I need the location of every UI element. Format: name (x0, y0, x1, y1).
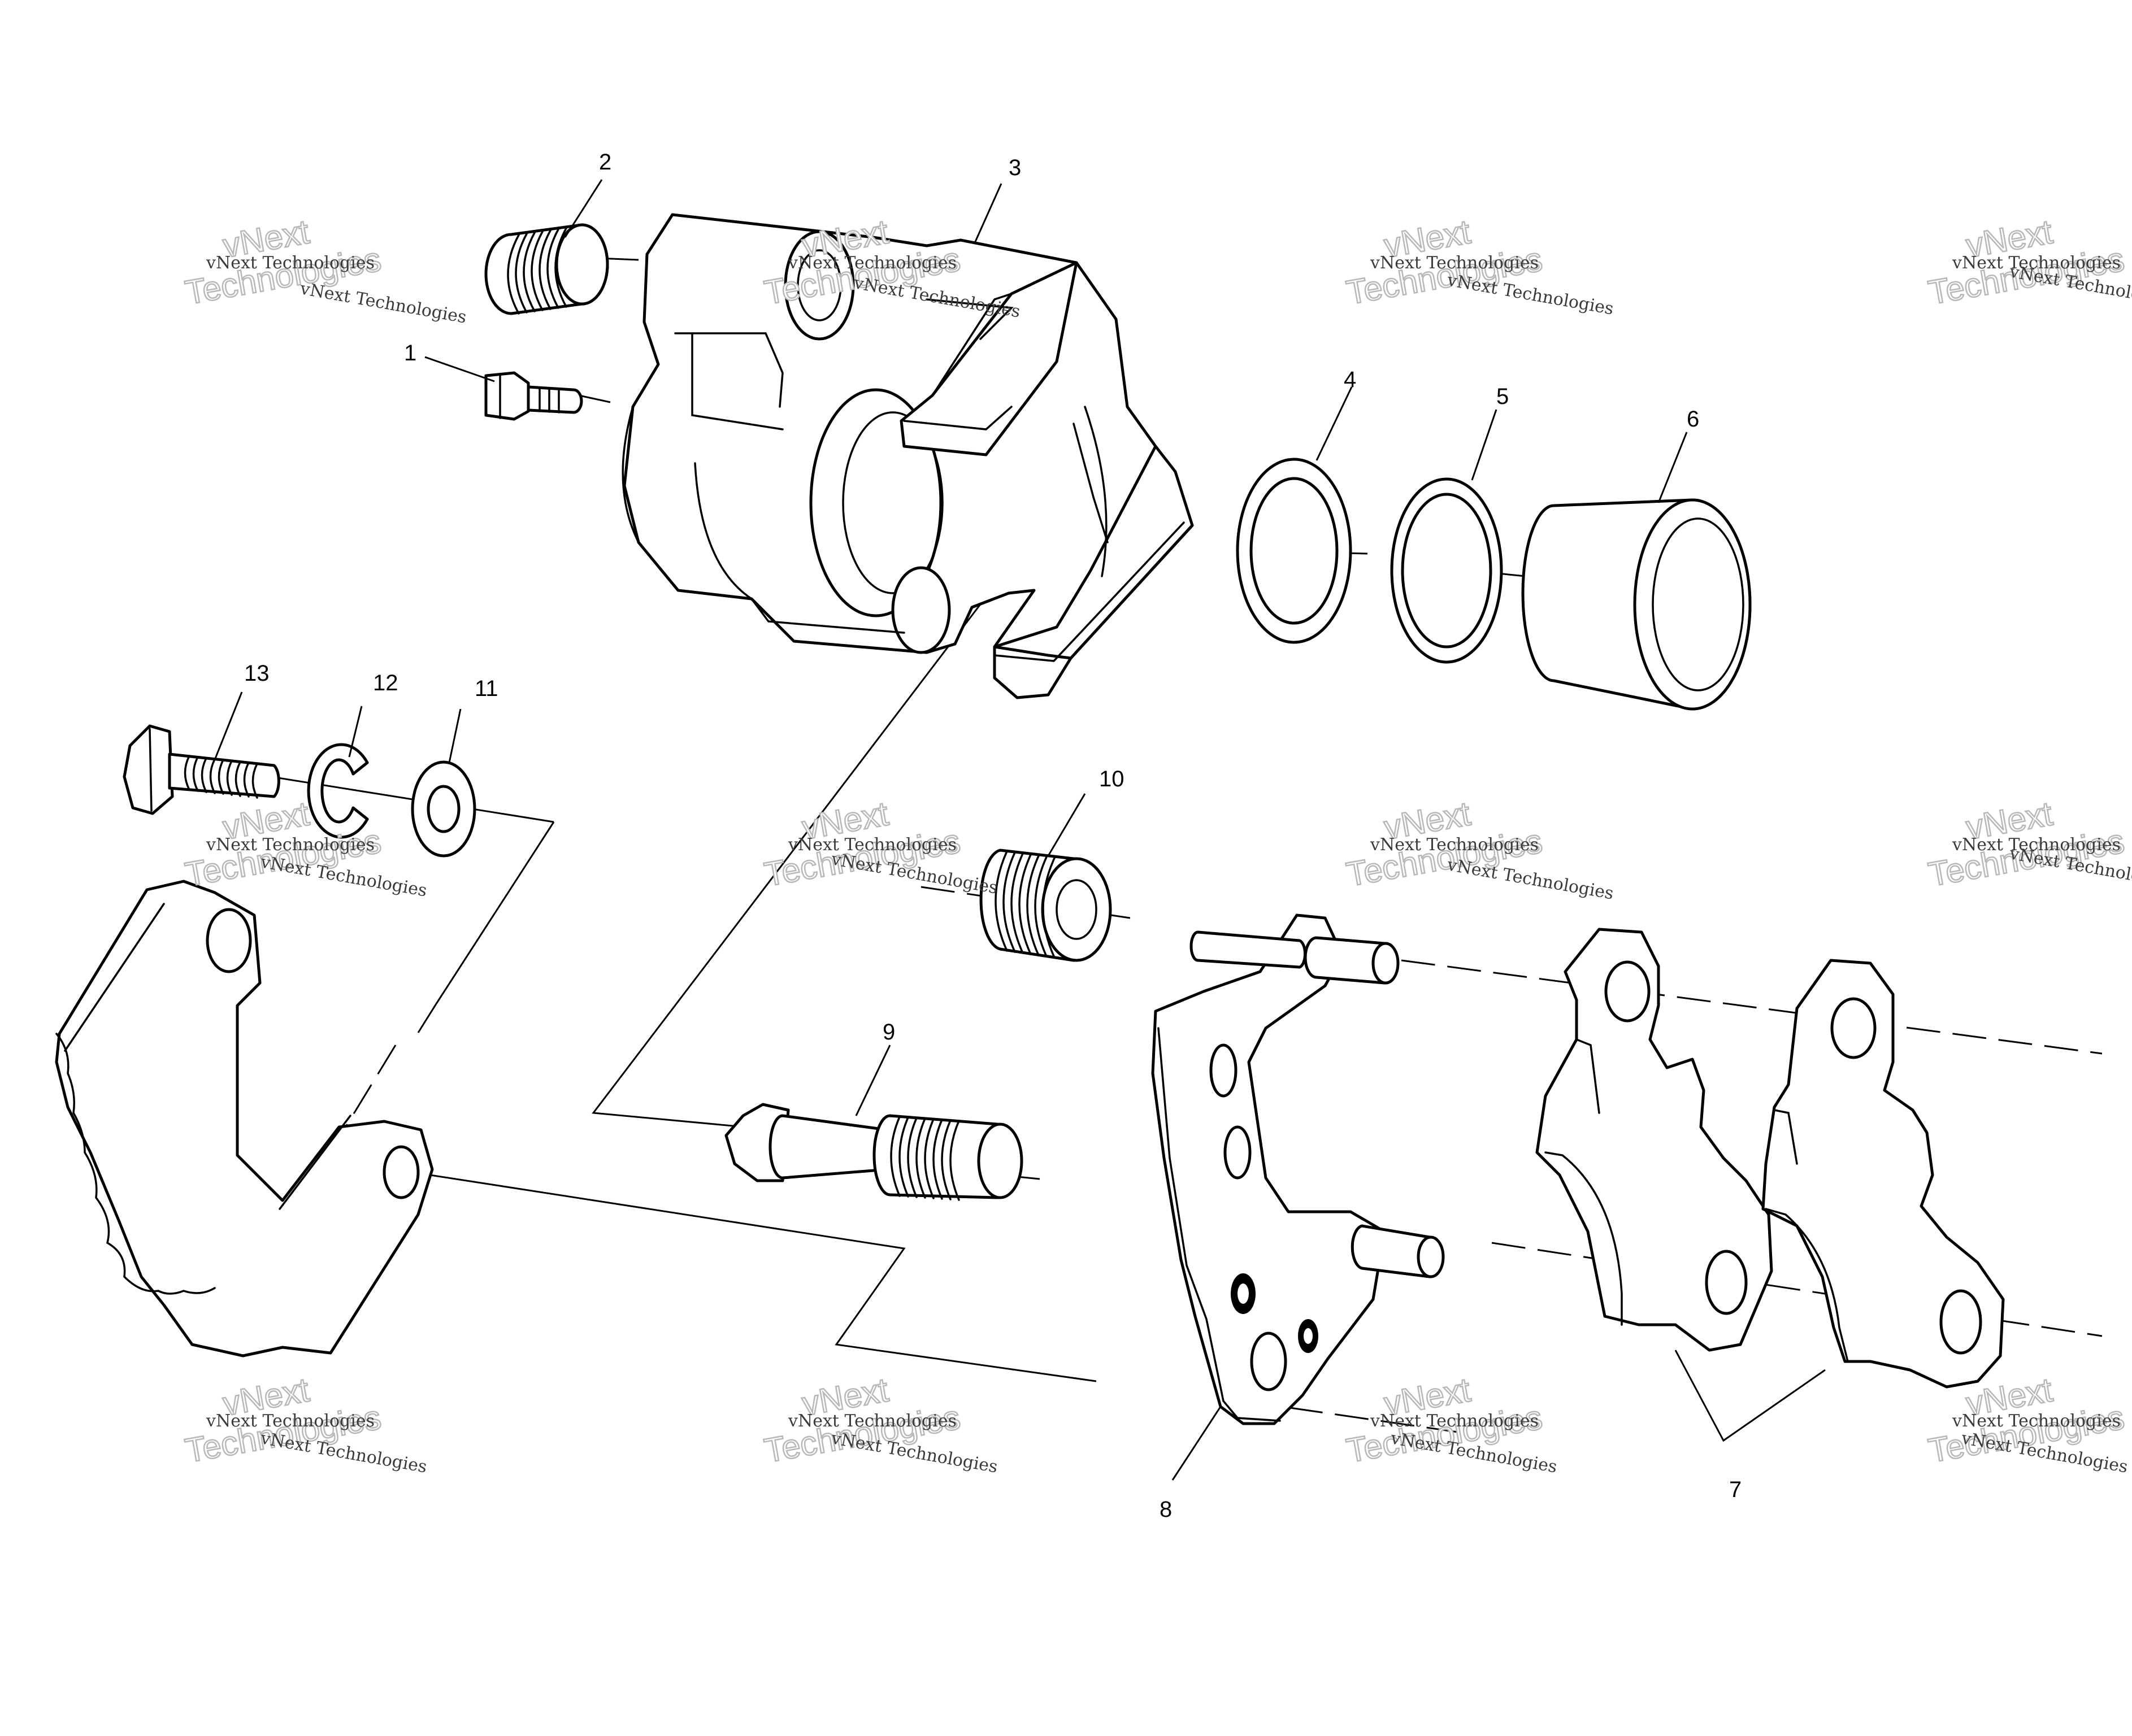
svg-text:vNext Technologies: vNext Technologies (1370, 835, 1539, 855)
svg-text:vNext Technologies: vNext Technologies (1952, 835, 2121, 855)
part-4-seal-ring (1236, 458, 1352, 644)
part-7-brake-pad-rear (1761, 959, 2005, 1389)
svg-text:vNext Technologies: vNext Technologies (1370, 1411, 1539, 1431)
svg-text:vNext Technologies: vNext Technologies (206, 1411, 375, 1431)
callout-7: 7 (1729, 1477, 1742, 1502)
svg-text:vNext Technologies: vNext Technologies (788, 253, 957, 273)
callout-labels: 1 2 3 4 5 6 7 8 9 10 11 12 13 (244, 150, 1742, 1522)
part-10-threaded-bushing (979, 849, 1112, 962)
callout-9: 9 (883, 1020, 895, 1045)
callout-1: 1 (404, 341, 416, 366)
part-2-threaded-plug (484, 223, 609, 315)
part-12-lock-washer (307, 743, 369, 839)
svg-text:vNext Technologies: vNext Technologies (298, 279, 468, 327)
part-13-hex-bolt (123, 724, 280, 815)
callout-11: 11 (475, 676, 498, 701)
callout-3: 3 (1009, 155, 1021, 180)
callout-5: 5 (1496, 384, 1509, 409)
leader-lines (214, 179, 1826, 1481)
callout-10: 10 (1099, 767, 1124, 791)
part-8-retainer-plate (1151, 913, 1445, 1425)
mounting-bracket (55, 880, 434, 1358)
part-9-guide-pin (724, 1103, 1023, 1201)
callout-13: 13 (244, 661, 270, 686)
part-3-caliper-body (622, 213, 1194, 699)
svg-text:vNext Technologies: vNext Technologies (788, 1411, 957, 1431)
svg-text:vNext Technologies: vNext Technologies (1445, 855, 1616, 903)
svg-text:vNext Technologies: vNext Technologies (1370, 253, 1539, 273)
part-6-piston (1521, 498, 1752, 711)
part-7-brake-pad-front (1535, 928, 1773, 1352)
part-5-seal-ring (1390, 477, 1503, 664)
svg-text:vNext Technologies: vNext Technologies (788, 835, 957, 855)
svg-text:vNext Technologies: vNext Technologies (206, 253, 375, 273)
callout-8: 8 (1160, 1497, 1172, 1522)
callout-12: 12 (373, 671, 398, 695)
svg-text:vNext Technologies: vNext Technologies (1952, 253, 2121, 273)
callout-2: 2 (599, 150, 611, 175)
part-11-flat-washer (411, 760, 476, 858)
svg-text:vNext Technologies: vNext Technologies (1952, 1411, 2121, 1431)
part-1-bleeder-screw (484, 371, 583, 421)
svg-text:vNext Technologies: vNext Technologies (206, 835, 375, 855)
callout-6: 6 (1687, 407, 1699, 432)
callout-4: 4 (1344, 367, 1356, 392)
